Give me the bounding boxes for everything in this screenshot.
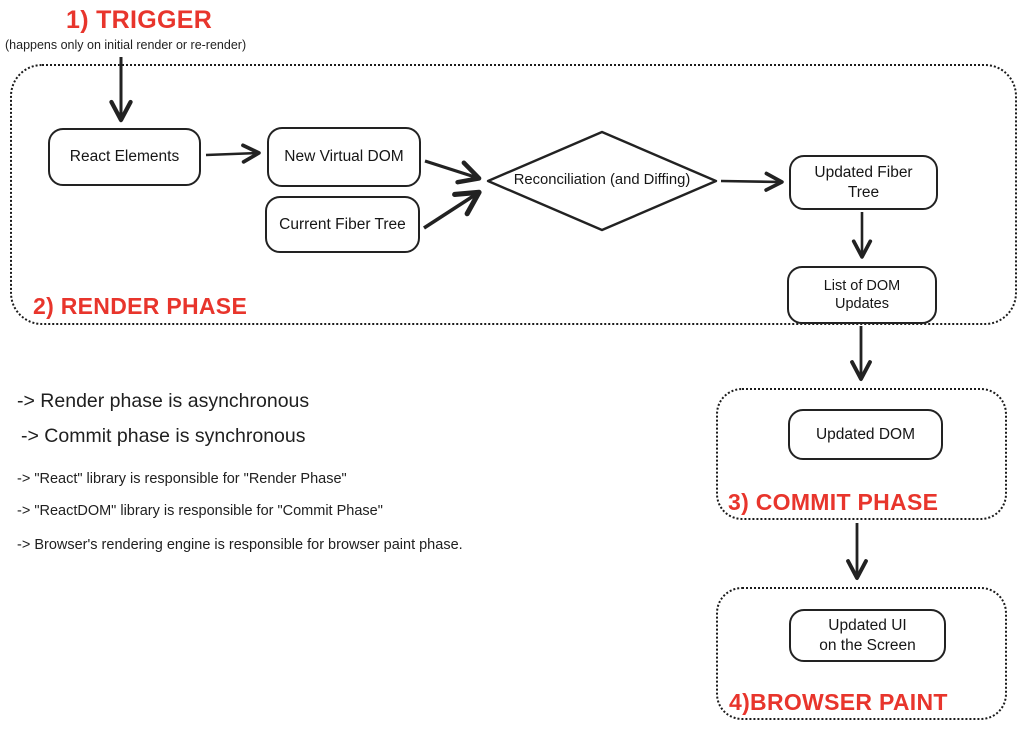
browser-paint-label: 4)BROWSER PAINT xyxy=(729,689,948,715)
node-list-of-dom-updates: List of DOM Updates xyxy=(787,266,937,324)
trigger-heading: 1) TRIGGER xyxy=(66,6,213,34)
node-updated-ui-on-screen: Updated UI on the Screen xyxy=(789,609,946,662)
render-phase-label: 2) RENDER PHASE xyxy=(33,293,248,319)
commit-phase-label: 3) COMMIT PHASE xyxy=(728,489,939,515)
browser-paint-container xyxy=(716,587,1007,720)
node-reconciliation-label: Reconciliation (and Diffing) xyxy=(513,172,691,188)
commit-phase-container xyxy=(716,388,1007,520)
node-current-fiber-tree: Current Fiber Tree xyxy=(265,196,420,253)
note-reactdom-library: -> "ReactDOM" library is responsible for… xyxy=(17,503,383,519)
note-commit-phase-synchronous: -> Commit phase is synchronous xyxy=(21,425,306,447)
note-render-phase-asynchronous: -> Render phase is asynchronous xyxy=(17,390,310,412)
node-updated-ui-line1: Updated UI xyxy=(828,617,907,635)
render-phase-container xyxy=(10,64,1017,325)
node-updated-dom: Updated DOM xyxy=(788,409,943,460)
node-new-virtual-dom: New Virtual DOM xyxy=(267,127,421,187)
note-react-library: -> "React" library is responsible for "R… xyxy=(17,471,347,487)
note-browser-rendering-engine: -> Browser's rendering engine is respons… xyxy=(17,537,463,553)
trigger-subtitle: (happens only on initial render or re-re… xyxy=(5,38,247,52)
node-updated-fiber-tree: Updated Fiber Tree xyxy=(789,155,938,210)
node-updated-ui-line2: on the Screen xyxy=(819,636,916,654)
node-react-elements: React Elements xyxy=(48,128,201,186)
